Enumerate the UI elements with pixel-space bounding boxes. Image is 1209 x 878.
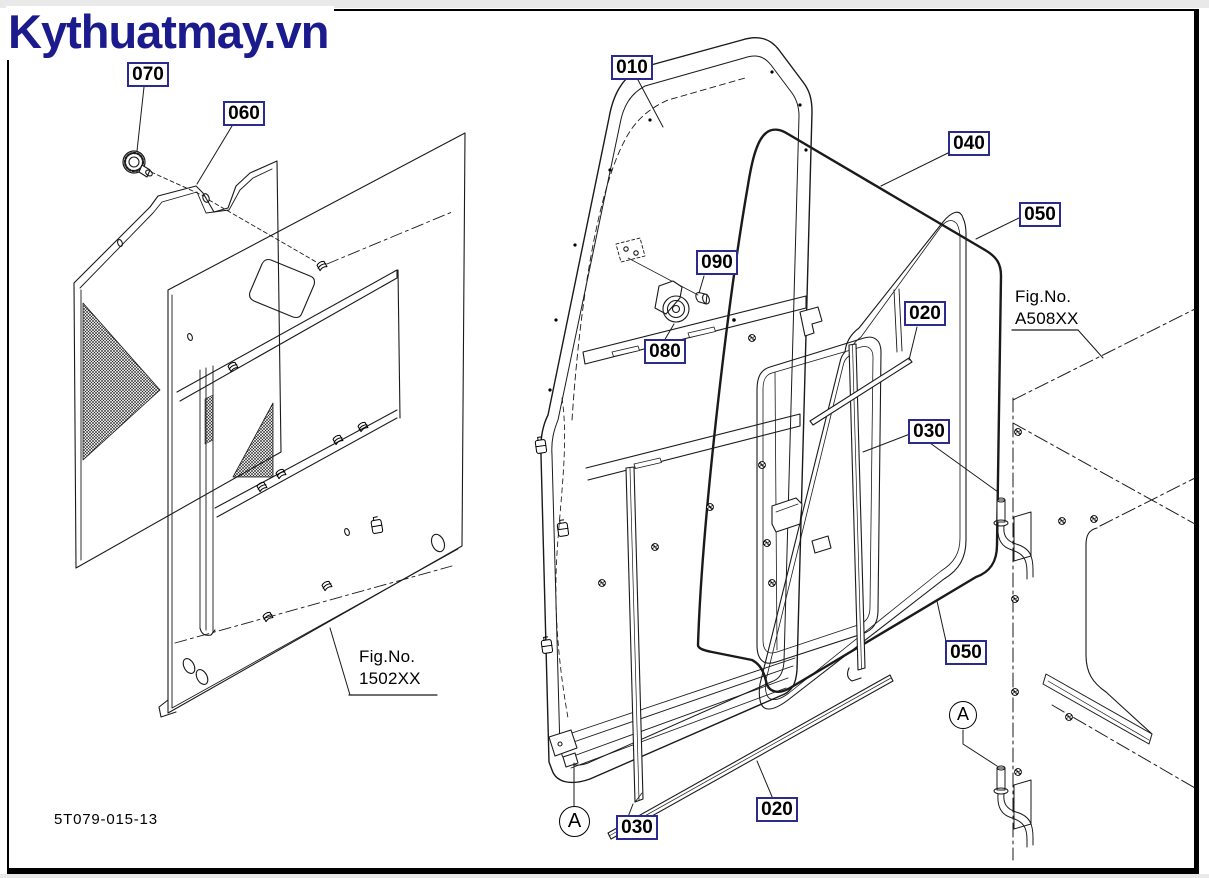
figref-number: A508XX — [1015, 309, 1079, 328]
figure-reference-a508xx: Fig.No. A508XX — [1015, 286, 1079, 330]
callout-020-right: 020 — [904, 301, 946, 326]
callout-leader-lines — [136, 79, 1104, 818]
glass-050-inner — [764, 220, 961, 701]
back-panel-outline — [167, 132, 466, 714]
bolt-090 — [695, 291, 710, 305]
callout-030-right: 030 — [908, 419, 950, 444]
mesh-area-lower — [232, 402, 274, 478]
top-gray-strip — [0, 0, 1209, 8]
callout-050-top: 050 — [1019, 202, 1061, 227]
hinge-pin-lower — [993, 765, 1034, 848]
callout-060: 060 — [223, 101, 265, 126]
figref-prefix: Fig.No. — [1015, 287, 1072, 306]
callout-070: 070 — [127, 62, 169, 87]
figref-number: 1502XX — [359, 669, 421, 688]
callout-080: 080 — [644, 339, 686, 364]
roller-080 — [654, 280, 690, 323]
site-watermark-logo: Kythuatmay.vn — [6, 6, 335, 60]
mesh-area-upper — [82, 302, 161, 461]
callout-020-bottom: 020 — [756, 797, 798, 822]
handle-cutout — [248, 258, 316, 319]
callout-050-bottom: 050 — [945, 640, 987, 665]
detail-marker-a-right: A — [949, 701, 977, 729]
callout-030-bottom: 030 — [616, 815, 658, 840]
callout-010: 010 — [611, 55, 653, 80]
left-door-panel-assembly — [73, 132, 466, 718]
glass-050-outer — [758, 211, 967, 710]
knob-part — [122, 150, 153, 178]
cab-door-assembly — [534, 37, 1003, 840]
figure-reference-1502xx: Fig.No. 1502XX — [359, 646, 421, 690]
figref-prefix: Fig.No. — [359, 647, 416, 666]
callout-040: 040 — [948, 131, 990, 156]
drawing-number: 5T079-015-13 — [54, 811, 158, 828]
callout-090: 090 — [696, 250, 738, 275]
detail-marker-a-bottom: A — [559, 806, 590, 837]
hinge-pin-upper — [993, 497, 1034, 580]
strip-020-upper — [809, 357, 913, 426]
seal-040 — [696, 128, 1003, 693]
machine-body-reference — [993, 308, 1196, 861]
door-frame-inner — [551, 55, 800, 766]
front-panel-outline — [73, 160, 282, 569]
bottom-gray-strip — [0, 874, 1209, 878]
door-frame-outer — [540, 37, 813, 784]
